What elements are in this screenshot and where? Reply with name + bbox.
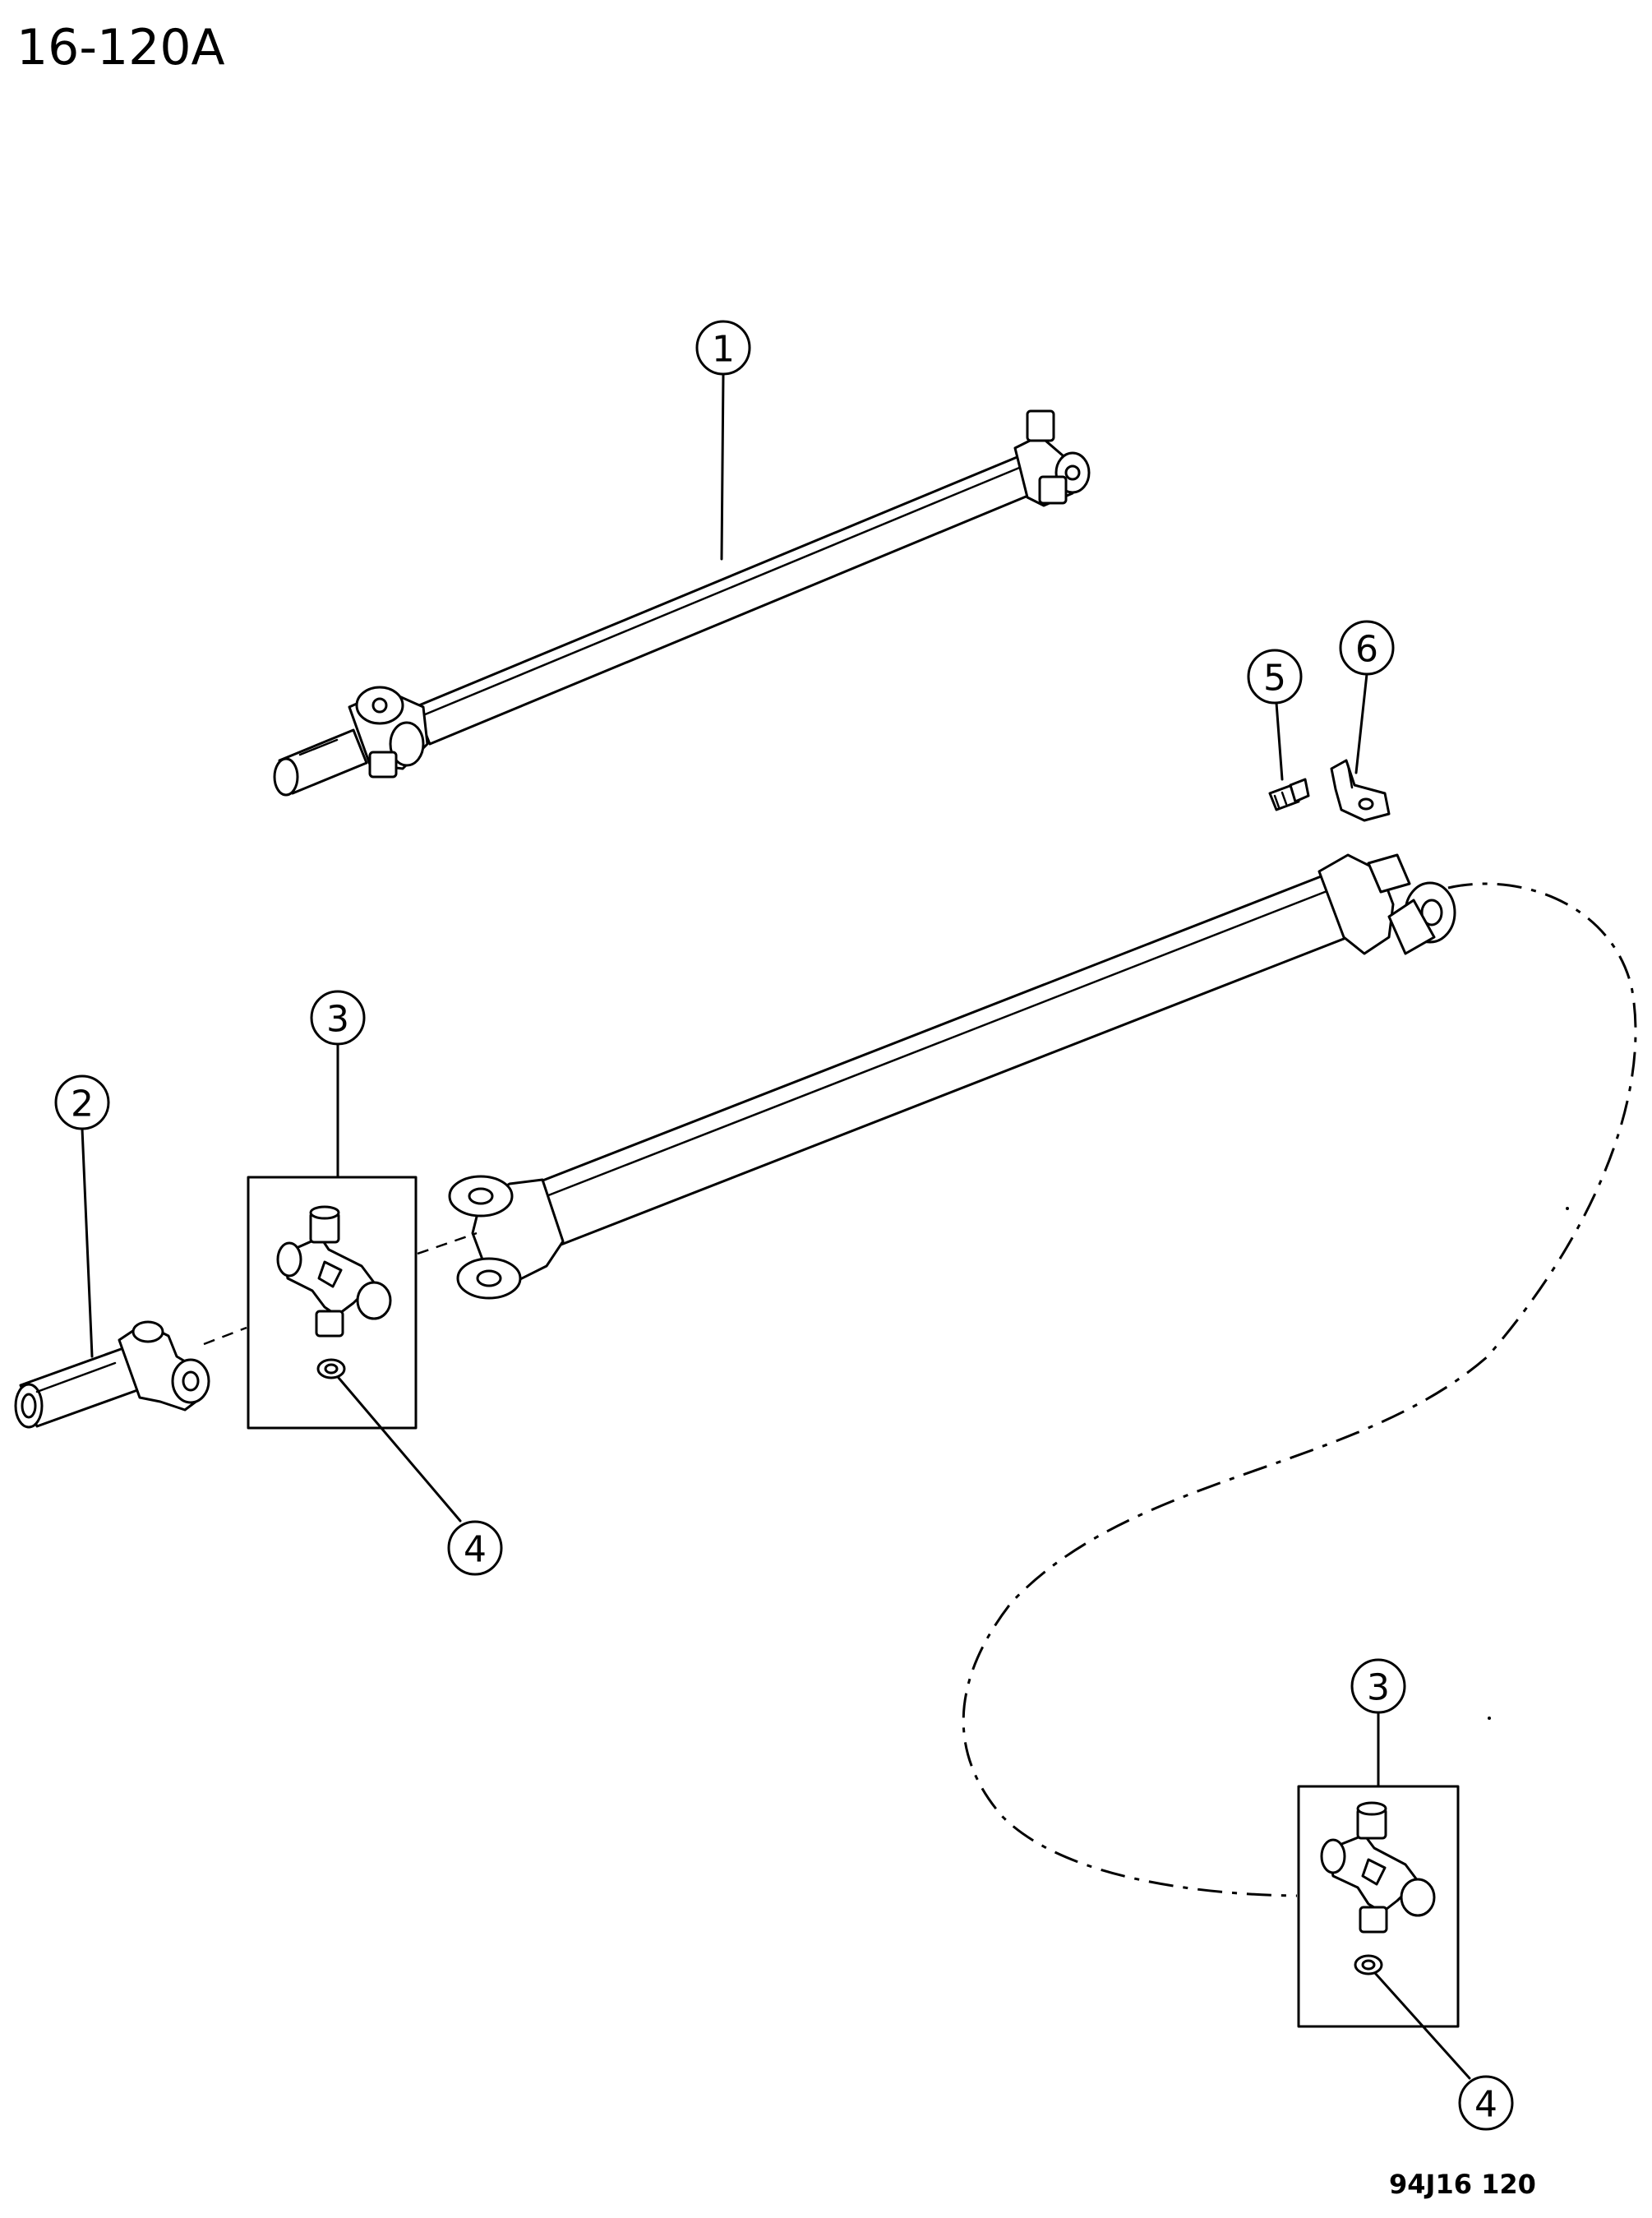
svg-text:3: 3 bbox=[326, 999, 349, 1041]
page-title: 16-120A bbox=[16, 19, 225, 76]
callout-4-lower: 4 bbox=[1458, 2075, 1514, 2131]
callout-4-upper: 4 bbox=[447, 1520, 503, 1576]
svg-text:4: 4 bbox=[1474, 2084, 1497, 2126]
svg-text:6: 6 bbox=[1355, 629, 1378, 671]
callout-2: 2 bbox=[54, 1074, 110, 1130]
slip-yoke bbox=[14, 1320, 210, 1429]
svg-text:5: 5 bbox=[1263, 658, 1286, 700]
front-driveshaft bbox=[273, 409, 1091, 797]
figure-code: 94J16 120 bbox=[1389, 2169, 1536, 2200]
svg-text:1: 1 bbox=[712, 329, 735, 371]
callouts: 1 2 3 4 5 6 bbox=[54, 320, 1514, 2131]
callout-5: 5 bbox=[1247, 649, 1303, 705]
strap-clamp bbox=[1330, 759, 1391, 822]
ujoint-kit-box-upper bbox=[247, 1176, 418, 1430]
callout-6: 6 bbox=[1339, 620, 1395, 676]
svg-text:3: 3 bbox=[1367, 1667, 1390, 1709]
phantom-lines bbox=[203, 882, 1637, 1897]
svg-text:2: 2 bbox=[71, 1084, 94, 1125]
rear-driveshaft bbox=[448, 853, 1456, 1300]
callout-3-upper: 3 bbox=[310, 990, 366, 1046]
callout-3-lower: 3 bbox=[1350, 1658, 1406, 1714]
callout-1: 1 bbox=[695, 320, 751, 376]
bolt bbox=[1268, 778, 1310, 811]
svg-text:4: 4 bbox=[464, 1529, 487, 1571]
ujoint-kit-box-lower bbox=[1297, 1785, 1460, 2028]
